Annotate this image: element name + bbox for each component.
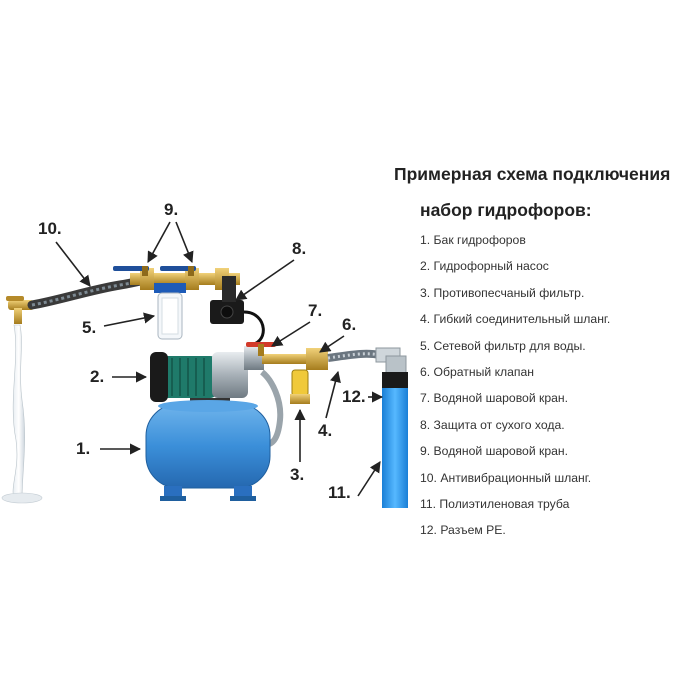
callout-7: 7. bbox=[271, 301, 322, 347]
callout-3: 3. bbox=[290, 408, 306, 484]
polyethylene-pipe bbox=[382, 388, 408, 508]
suction-line bbox=[246, 342, 381, 404]
callout-label-3: 3. bbox=[290, 465, 304, 484]
legend-item: 11. Полиэтиленовая труба bbox=[420, 496, 570, 511]
legend-list: 1. Бак гидрофоров 2. Гидрофорный насос 3… bbox=[420, 232, 610, 549]
callout-12: 12. bbox=[342, 387, 384, 406]
legend-item: 10. Антивибрационный шланг. bbox=[420, 470, 592, 485]
legend-item: 3. Противопесчаный фильтр. bbox=[420, 285, 585, 300]
callout-2: 2. bbox=[90, 367, 148, 386]
callout-11: 11. bbox=[328, 461, 381, 502]
callout-label-12: 12. bbox=[342, 387, 366, 406]
legend-item: 1. Бак гидрофоров bbox=[420, 233, 526, 247]
water-filter bbox=[154, 283, 186, 340]
ball-valve-handles bbox=[113, 266, 196, 276]
callout-label-5: 5. bbox=[82, 318, 96, 337]
callout-9: 9. bbox=[147, 200, 194, 264]
hydrophore-pump bbox=[150, 346, 264, 406]
callout-label-4: 4. bbox=[318, 421, 332, 440]
callout-label-8: 8. bbox=[292, 239, 306, 258]
hydrophore-tank bbox=[145, 400, 271, 501]
callout-label-1: 1. bbox=[76, 439, 90, 458]
dry-run-protection bbox=[210, 276, 265, 347]
callout-label-11: 11. bbox=[328, 483, 351, 502]
callout-1: 1. bbox=[76, 439, 142, 458]
legend-item: 8. Защита от сухого хода. bbox=[420, 417, 565, 432]
legend-item: 12. Разъем PE. bbox=[420, 523, 506, 538]
pe-connector bbox=[375, 347, 408, 388]
legend-item: 4. Гибкий соединительный шланг. bbox=[420, 312, 611, 327]
callout-8: 8. bbox=[235, 239, 306, 301]
legend-item: 7. Водяной шаровой кран. bbox=[420, 391, 569, 406]
callout-5: 5. bbox=[82, 312, 156, 337]
legend-title-line1: Примерная схема подключения bbox=[394, 164, 671, 184]
legend-item: 5. Сетевой фильтр для воды. bbox=[420, 338, 586, 353]
callout-label-7: 7. bbox=[308, 301, 322, 320]
legend-item: 2. Гидрофорный насос bbox=[420, 259, 549, 274]
tap-faucet bbox=[6, 296, 34, 324]
legend-item: 9. Водяной шаровой кран. bbox=[420, 444, 569, 459]
callout-label-6: 6. bbox=[342, 315, 356, 334]
callout-10: 10. bbox=[38, 219, 91, 287]
callout-4: 4. bbox=[318, 370, 341, 440]
callout-label-9: 9. bbox=[164, 200, 178, 219]
legend-title-line2: набор гидрофоров: bbox=[420, 200, 592, 220]
callout-label-2: 2. bbox=[90, 367, 104, 386]
legend-item: 6. Обратный клапан bbox=[420, 364, 535, 379]
callout-label-10: 10. bbox=[38, 219, 62, 238]
callout-6: 6. bbox=[319, 315, 356, 353]
water-stream bbox=[1, 324, 43, 504]
